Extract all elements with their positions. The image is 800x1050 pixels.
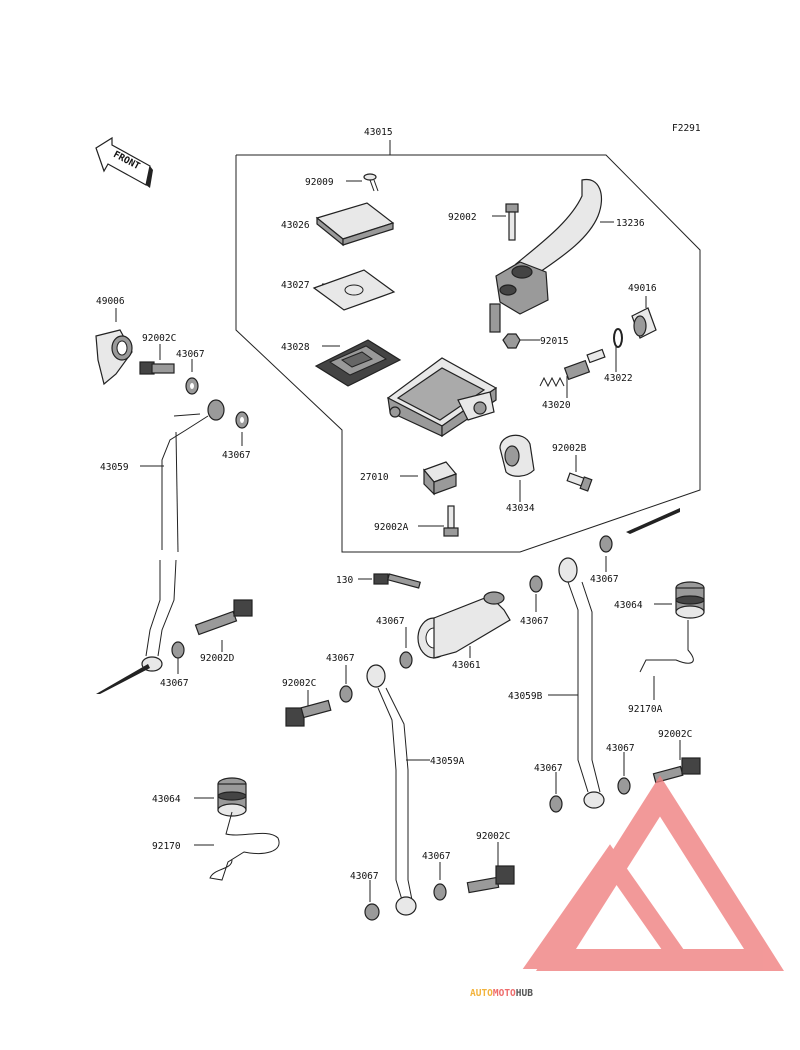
hose-clamp-b xyxy=(209,811,280,881)
label-43067-e: 43067 xyxy=(520,616,549,627)
banjo-cap xyxy=(95,329,133,386)
label-130: 130 xyxy=(336,575,353,586)
label-43067-d: 43067 xyxy=(376,616,405,627)
figure-code: F2291 xyxy=(672,123,701,134)
label-43034: 43034 xyxy=(506,503,535,514)
label-43059B: 43059B xyxy=(508,691,543,702)
label-43015: 43015 xyxy=(364,127,393,138)
screw-92009 xyxy=(363,173,379,192)
label-43020: 43020 xyxy=(542,400,571,411)
label-92170A: 92170A xyxy=(628,704,663,715)
watermark-moto: MOTO xyxy=(493,988,516,999)
label-92002C-c: 92002C xyxy=(282,678,316,689)
pivot-bolt xyxy=(505,203,519,241)
circlip xyxy=(613,328,623,348)
master-cylinder-body xyxy=(386,357,498,438)
label-92002: 92002 xyxy=(448,212,477,223)
washer-k xyxy=(433,883,447,901)
brake-hose-43059B xyxy=(558,557,605,809)
screw-92002A xyxy=(443,505,459,537)
banjo-bolt-c xyxy=(285,699,332,727)
washer-j xyxy=(364,903,380,921)
label-43027: 43027 xyxy=(281,280,310,291)
grommet-b xyxy=(217,777,247,817)
label-92002D: 92002D xyxy=(200,653,235,664)
label-92002C-d: 92002C xyxy=(476,831,510,842)
bolt-130 xyxy=(373,573,421,589)
washer-i xyxy=(339,685,353,703)
master-cylinder-assembly-outline xyxy=(235,154,701,553)
label-92002B: 92002B xyxy=(552,443,587,454)
label-43067-b: 43067 xyxy=(222,450,251,461)
label-13236: 13236 xyxy=(616,218,645,229)
bolt-92002D xyxy=(194,599,253,636)
bolt-92002B xyxy=(566,472,593,492)
washer-f xyxy=(599,535,613,553)
label-49016: 49016 xyxy=(628,283,657,294)
label-43067-h: 43067 xyxy=(606,743,635,754)
label-92015: 92015 xyxy=(540,336,569,347)
label-43067-g: 43067 xyxy=(534,763,563,774)
label-43067-k: 43067 xyxy=(422,851,451,862)
label-92009: 92009 xyxy=(305,177,334,188)
watermark-auto: AUTO xyxy=(470,988,493,999)
label-49006: 49006 xyxy=(96,296,125,307)
label-43067-j: 43067 xyxy=(350,871,379,882)
piston-kit xyxy=(539,348,606,388)
label-43067-f: 43067 xyxy=(590,574,619,585)
washer-c xyxy=(171,641,185,659)
label-43067-a: 43067 xyxy=(176,349,205,360)
front-arrow-icon: FRONT xyxy=(95,136,153,188)
automotohub-logo-icon xyxy=(522,775,785,971)
grommet-a xyxy=(675,581,705,619)
diaphragm-plate xyxy=(312,269,396,311)
banjo-bolt-d xyxy=(466,865,515,894)
label-43026: 43026 xyxy=(281,220,310,231)
label-27010: 27010 xyxy=(360,472,389,483)
watermark-hub: HUB xyxy=(516,988,533,999)
label-92002C-b: 92002C xyxy=(658,729,692,740)
brake-hose-43059A xyxy=(366,664,417,916)
label-43067-i: 43067 xyxy=(326,653,355,664)
label-43061: 43061 xyxy=(452,660,481,671)
banjo-bolt-a xyxy=(139,361,175,375)
washer-h xyxy=(617,777,631,795)
label-92002C-a: 92002C xyxy=(142,333,176,344)
washer-e xyxy=(529,575,543,593)
label-43028: 43028 xyxy=(281,342,310,353)
label-43064-a: 43064 xyxy=(614,600,643,611)
hose-clamp-a xyxy=(639,620,694,673)
caliper-cylinder-43061 xyxy=(417,591,511,659)
label-92002A: 92002A xyxy=(374,522,409,533)
brake-lever xyxy=(489,178,603,333)
brake-light-switch xyxy=(422,461,458,496)
label-43059A: 43059A xyxy=(430,756,465,767)
label-92170: 92170 xyxy=(152,841,181,852)
washer-d xyxy=(399,651,413,669)
watermark-text: AUTOMOTOHUB xyxy=(470,988,533,999)
label-43067-c: 43067 xyxy=(160,678,189,689)
nut-92015 xyxy=(502,333,521,349)
washer-g xyxy=(549,795,563,813)
label-43064-b: 43064 xyxy=(152,794,181,805)
label-43022: 43022 xyxy=(604,373,633,384)
brake-hose-43059 xyxy=(141,399,225,672)
label-43059: 43059 xyxy=(100,462,129,473)
